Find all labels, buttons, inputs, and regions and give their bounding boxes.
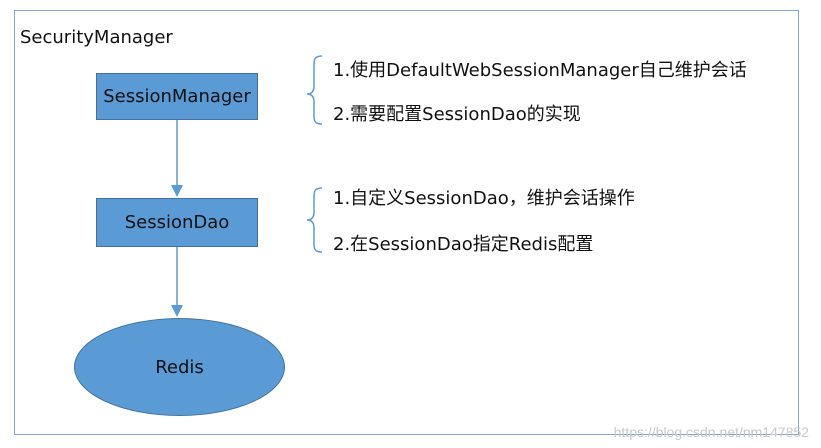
session-manager-label: SessionManager xyxy=(103,86,251,107)
session-manager-note-1: 1.使用DefaultWebSessionManager自己维护会话 xyxy=(333,60,747,81)
session-dao-node: SessionDao xyxy=(96,198,258,247)
redis-label: Redis xyxy=(155,356,204,378)
session-manager-node: SessionManager xyxy=(96,73,258,120)
session-manager-note-2: 2.需要配置SessionDao的实现 xyxy=(333,104,581,125)
session-dao-label: SessionDao xyxy=(124,212,230,233)
redis-node: Redis xyxy=(74,318,285,416)
session-dao-note-2: 2.在SessionDao指定Redis配置 xyxy=(333,234,594,255)
session-dao-note-1: 1.自定义SessionDao，维护会话操作 xyxy=(333,188,635,209)
security-manager-title: SecurityManager xyxy=(20,27,173,48)
source-watermark: https://blog.csdn.net/nm147852 xyxy=(613,424,809,440)
